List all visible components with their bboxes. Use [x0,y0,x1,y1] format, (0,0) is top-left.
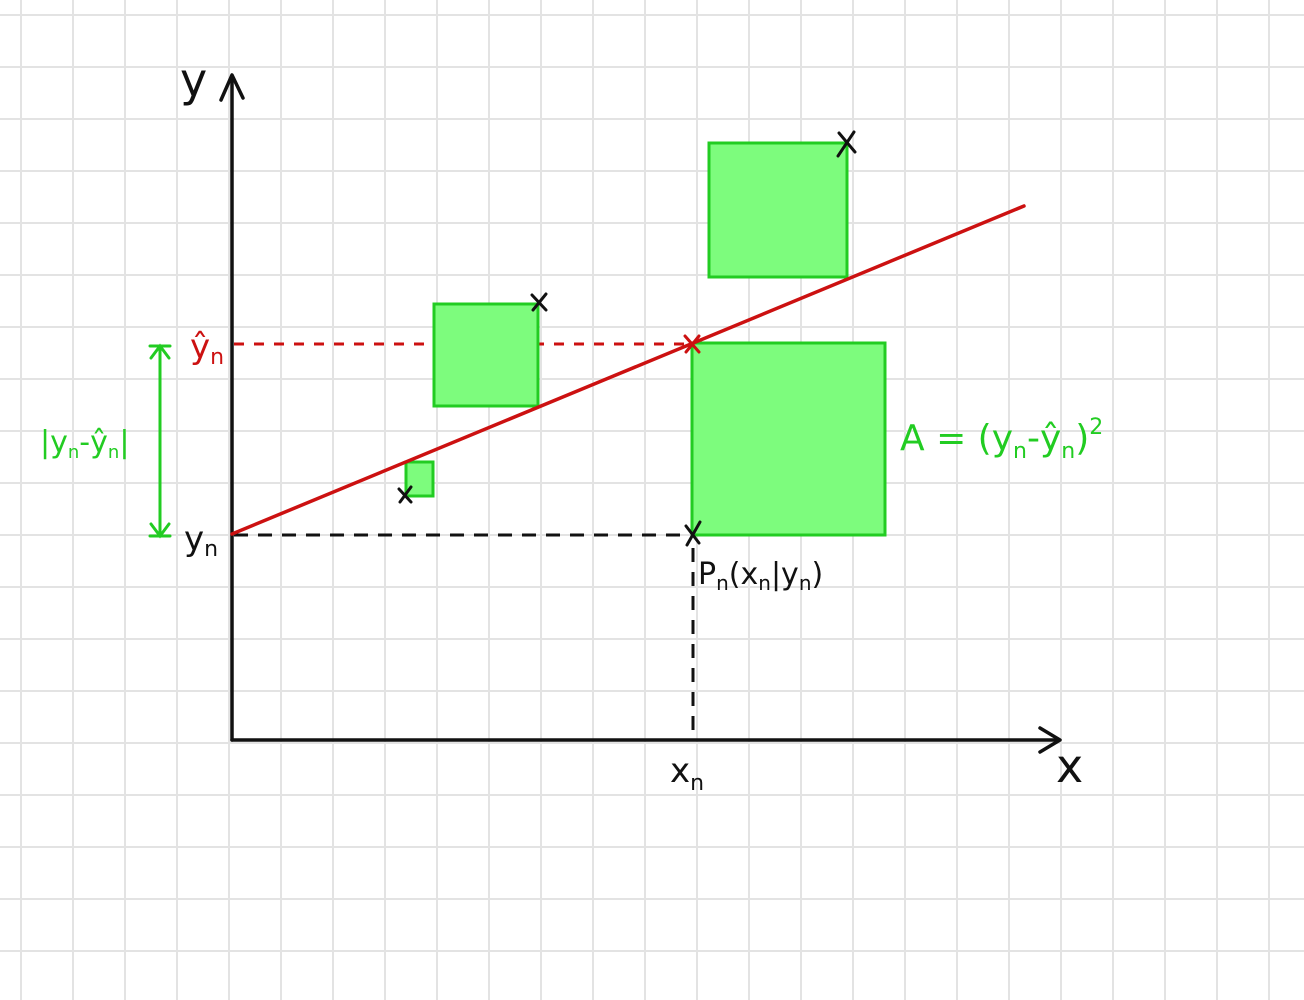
residual-squares [404,141,887,537]
guide-lines-black [234,533,695,740]
residual-square-top [707,141,849,279]
data-point-marker-icon [397,485,413,504]
residual-square-small [404,460,435,498]
xn-label: xn [670,751,704,796]
data-point-marker-icon [530,292,548,312]
data-point-pn-marker-icon [684,520,702,547]
data-point-markers [397,130,857,547]
x-axis-label: x [1056,739,1083,793]
arrow-down-icon [149,522,171,539]
yn-label: yn [184,519,218,562]
yhat-label: ŷn [190,327,224,370]
x-axis-arrow-icon [1038,726,1062,754]
arrow-up-icon [149,343,171,360]
data-point-marker-icon [836,130,857,158]
predicted-point-marker-icon [683,334,701,354]
point-pn-label: Pn(xn|yn) [698,557,823,595]
y-axis-arrow-icon [219,73,245,102]
residual-arrow [148,343,172,539]
residual-label: |yn-ŷn| [40,425,129,463]
axes [219,73,1062,754]
y-axis-label: y [180,53,207,107]
residual-square-medium [432,302,540,408]
area-formula-label: A = (yn-ŷn)2 [900,415,1103,464]
residual-square-large [690,341,887,537]
regression-line [230,204,1026,536]
